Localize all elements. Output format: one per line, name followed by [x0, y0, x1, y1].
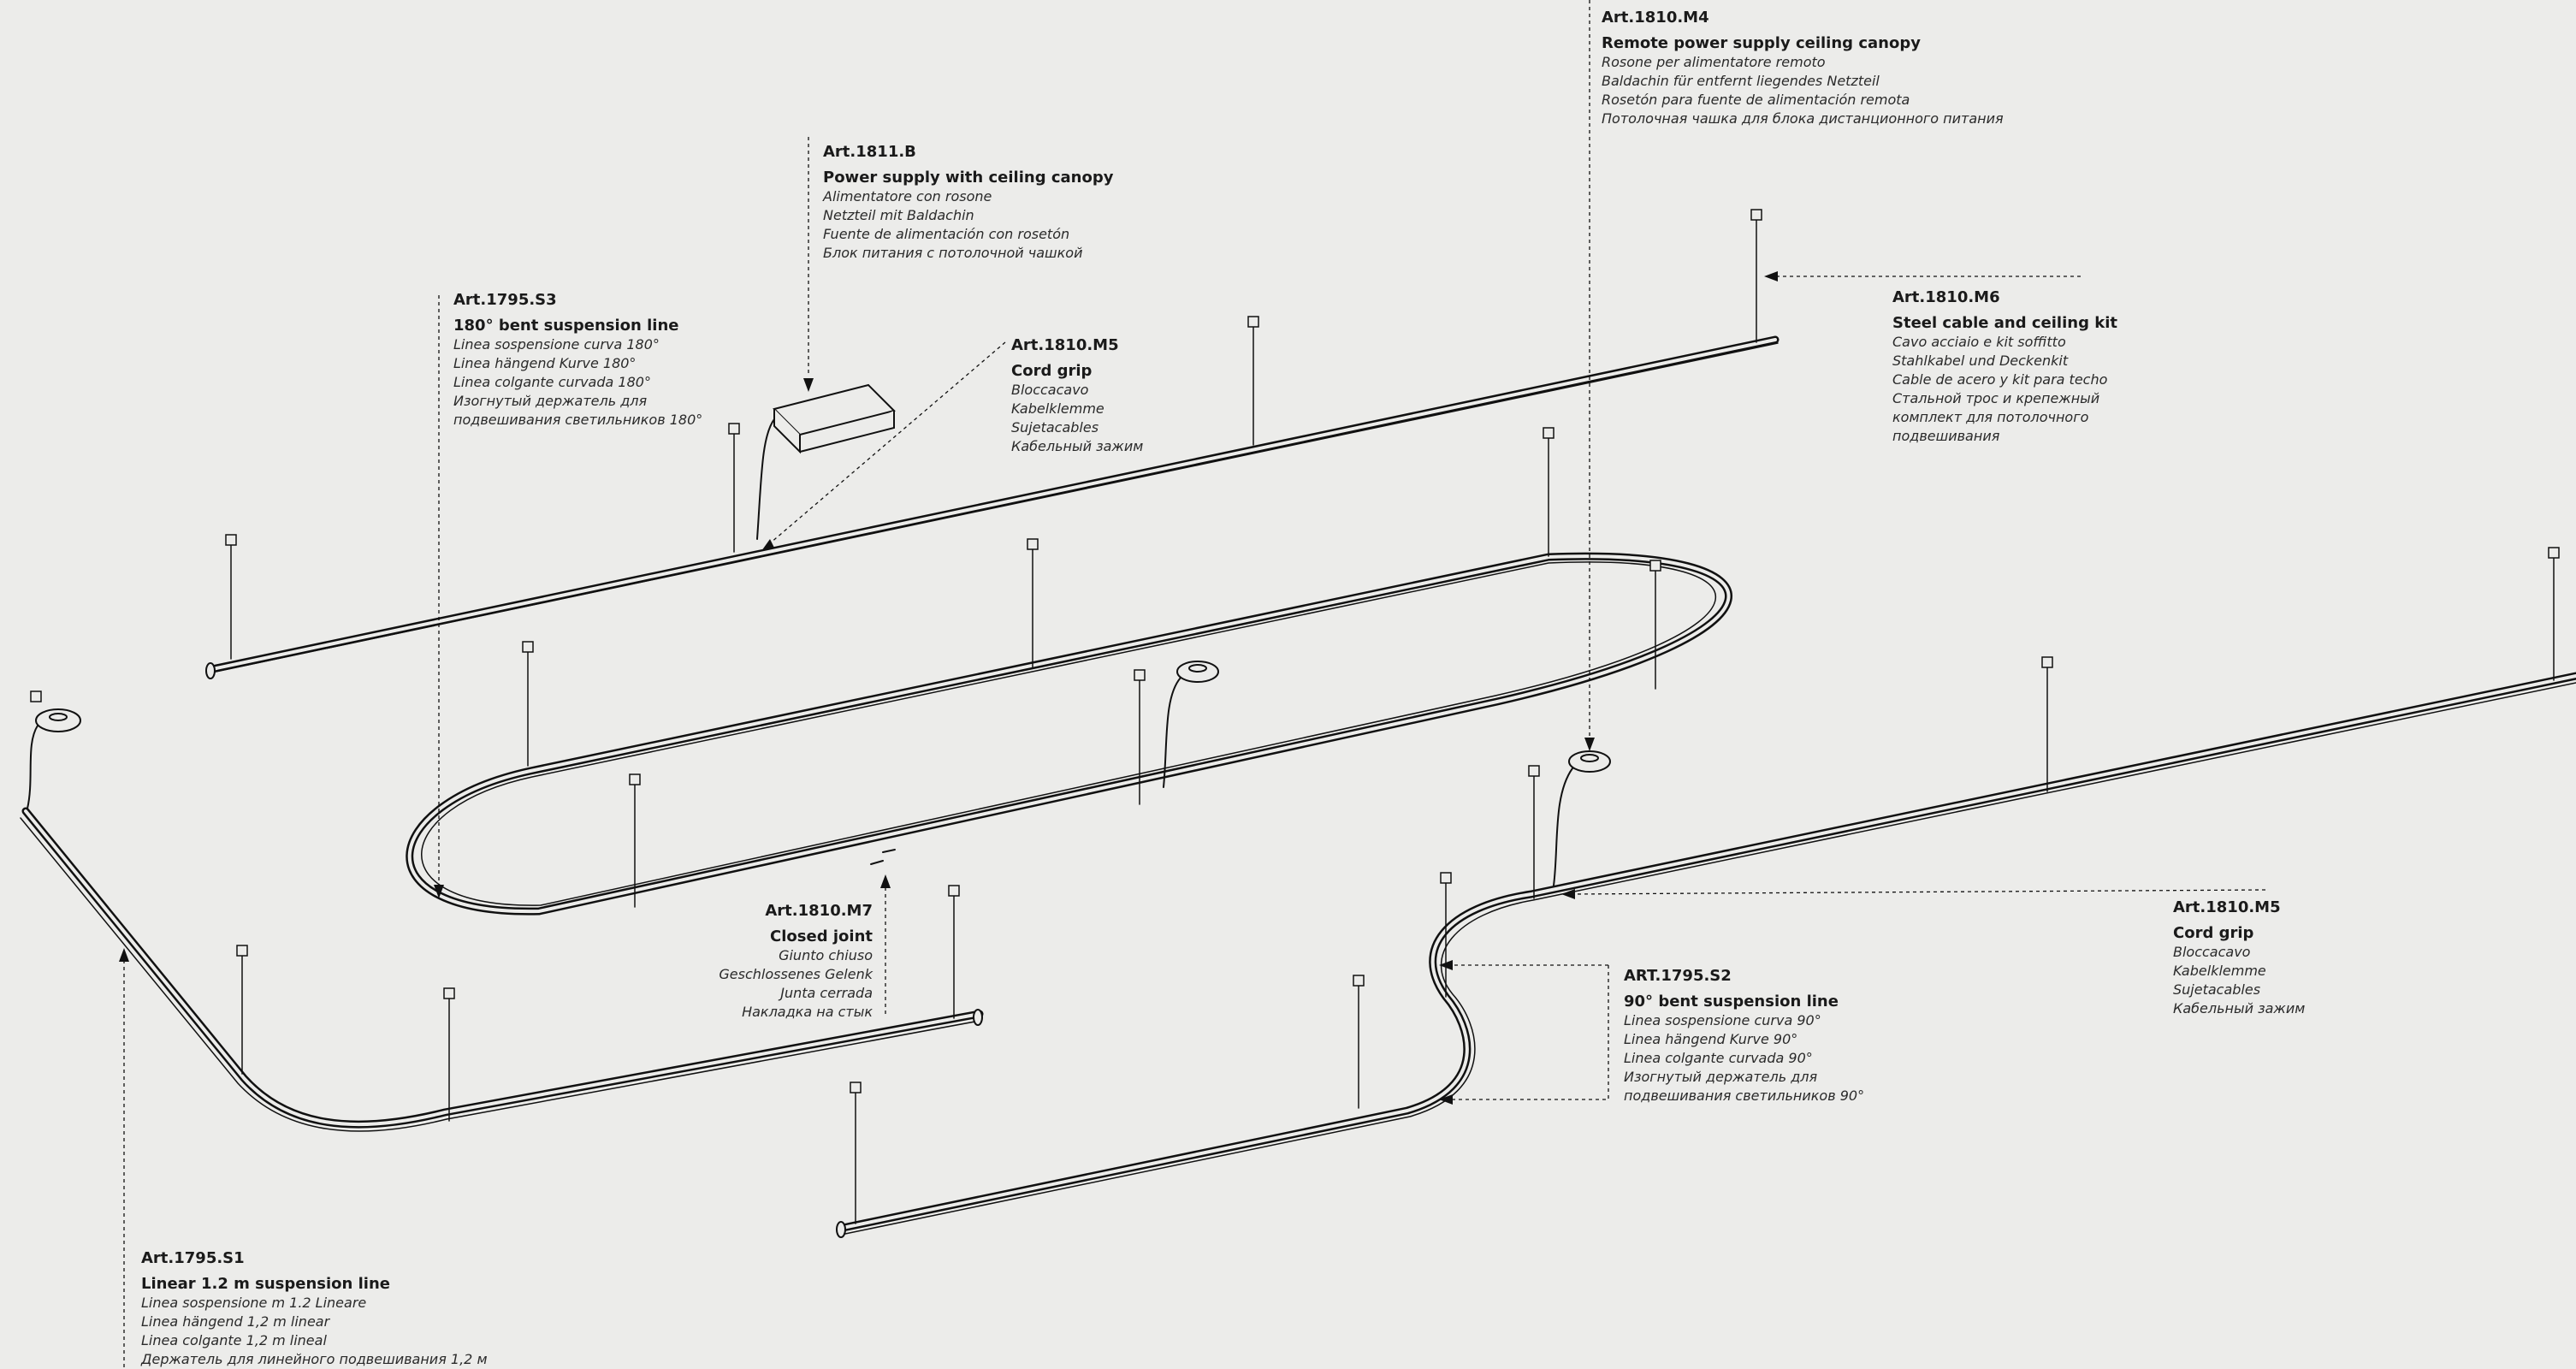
- translation: Потолочная чашка для блока дистанционног…: [1602, 110, 2004, 127]
- article-title: 180° bent suspension line: [453, 317, 679, 335]
- translation: Linea hängend Kurve 180°: [453, 355, 637, 371]
- article-title: Linear 1.2 m suspension line: [141, 1275, 390, 1293]
- article-title: Cord grip: [2173, 924, 2254, 942]
- article-title: Steel cable and ceiling kit: [1892, 314, 2117, 332]
- arrowhead: [434, 885, 444, 898]
- article-title: 90° bent suspension line: [1624, 993, 1839, 1010]
- translation: Linea colgante curvada 180°: [453, 374, 651, 390]
- ceiling-canopies: [27, 661, 1611, 886]
- article-title: Power supply with ceiling canopy: [823, 169, 1114, 187]
- translation: Linea colgante 1,2 m lineal: [141, 1332, 327, 1348]
- suspension-cables: [230, 217, 2555, 1224]
- article-code: ART.1795.S2: [1624, 967, 1732, 985]
- translation: Giunto chiuso: [779, 947, 873, 963]
- ceiling-caps: [30, 209, 2560, 1093]
- translation: Linea sospensione curva 90°: [1624, 1012, 1821, 1028]
- article-code: Art.1795.S1: [141, 1249, 245, 1267]
- translation: подвешивания светильников 90°: [1624, 1087, 1865, 1104]
- arrowhead: [119, 948, 129, 962]
- label-art-1810-m6: Art.1810.M6 Steel cable and ceiling kit …: [1892, 288, 2117, 446]
- translation: подвешивания светильников 180°: [453, 412, 703, 428]
- article-code: Art.1810.M7: [765, 902, 873, 920]
- translation: Sujetacables: [2173, 981, 2261, 998]
- translation: Linea hängend 1,2 m linear: [141, 1313, 330, 1330]
- track-s-bend-right: [836, 672, 2576, 1238]
- label-art-1795-s3: Art.1795.S3 180° bent suspension line Li…: [453, 291, 702, 430]
- translation: Cavo acciaio e kit soffitto: [1892, 334, 2066, 350]
- arrowhead: [1584, 738, 1595, 751]
- track-straight-upper: [205, 335, 1780, 679]
- translation: Rosone per alimentatore remoto: [1602, 54, 1826, 70]
- arrowhead: [1439, 960, 1453, 970]
- article-code: Art.1810.M6: [1892, 288, 2000, 306]
- translation: Cable de acero y kit para techo: [1892, 371, 2108, 388]
- arrowhead: [1439, 1094, 1453, 1105]
- article-code: Art.1810.M5: [1011, 336, 1119, 354]
- power-supply-box: [756, 383, 896, 540]
- translation: Bloccacavo: [2173, 944, 2251, 960]
- translation: Bloccacavo: [1011, 382, 1089, 398]
- arrowhead: [1561, 889, 1575, 899]
- label-art-1810-m5-top: Art.1810.M5 Cord grip Bloccacavo Kabelkl…: [1011, 336, 1143, 456]
- translation: Стальной трос и крепежный: [1892, 390, 2100, 406]
- label-art-1810-m5-right: Art.1810.M5 Cord grip Bloccacavo Kabelkl…: [2173, 898, 2305, 1018]
- article-title: Cord grip: [1011, 362, 1093, 380]
- arrowhead: [803, 378, 814, 392]
- translation: Блок питания с потолочной чашкой: [823, 245, 1083, 261]
- track-180-loop: [406, 552, 1732, 916]
- article-code: Art.1795.S3: [453, 291, 557, 309]
- label-art-1810-m4: Art.1810.M4 Remote power supply ceiling …: [1602, 9, 2004, 128]
- arrowhead: [880, 874, 891, 888]
- translation: Sujetacables: [1011, 419, 1099, 436]
- translation: Linea colgante curvada 90°: [1624, 1050, 1813, 1066]
- translation: Linea hängend Kurve 90°: [1624, 1031, 1798, 1047]
- translation: Rosetón para fuente de alimentación remo…: [1602, 92, 1910, 108]
- translation: Geschlossenes Gelenk: [719, 966, 873, 982]
- translation: Изогнутый держатель для: [1624, 1069, 1818, 1085]
- article-code: Art.1810.M5: [2173, 898, 2281, 916]
- translation: Держатель для линейного подвешивания 1,2…: [141, 1351, 488, 1367]
- translation: Fuente de alimentación con rosetón: [823, 226, 1070, 242]
- translation: Кабельный зажим: [2173, 1000, 2306, 1016]
- leader-art-1810-m5-right: [1569, 889, 2266, 895]
- label-art-1810-m7: Art.1810.M7 Closed joint Giunto chiuso G…: [703, 902, 873, 1022]
- translation: Baldachin für entfernt liegendes Netztei…: [1602, 73, 1880, 89]
- arrowhead: [761, 539, 774, 551]
- leader-art-1795-s2: [1446, 964, 1609, 1100]
- track-90-bend-left: [20, 807, 984, 1132]
- translation: Netzteil mit Baldachin: [823, 207, 974, 223]
- article-title: Closed joint: [770, 927, 873, 945]
- translation: Kabelklemme: [2173, 963, 2266, 979]
- article-code: Art.1811.B: [823, 143, 916, 161]
- article-code: Art.1810.M4: [1602, 9, 1709, 27]
- translation: Накладка на стык: [742, 1004, 873, 1020]
- label-art-1811-b: Art.1811.B Power supply with ceiling can…: [823, 143, 1113, 263]
- translation: Изогнутый держатель для: [453, 393, 648, 409]
- label-art-1795-s1: Art.1795.S1 Linear 1.2 m suspension line…: [141, 1249, 488, 1369]
- translation: Junta cerrada: [780, 985, 873, 1001]
- translation: Alimentatore con rosone: [823, 188, 992, 204]
- translation: Кабельный зажим: [1011, 438, 1144, 454]
- translation: Linea sospensione m 1.2 Lineare: [141, 1295, 367, 1311]
- label-art-1795-s2: ART.1795.S2 90° bent suspension line Lin…: [1624, 967, 1864, 1105]
- translation: Stahlkabel und Deckenkit: [1892, 353, 2069, 369]
- translation: комплект для потолочного: [1892, 409, 2089, 425]
- translation: подвешивания: [1892, 428, 2000, 444]
- arrowhead: [1764, 271, 1778, 282]
- translation: Kabelklemme: [1011, 400, 1104, 417]
- translation: Linea sospensione curva 180°: [453, 336, 660, 353]
- article-title: Remote power supply ceiling canopy: [1602, 34, 1921, 52]
